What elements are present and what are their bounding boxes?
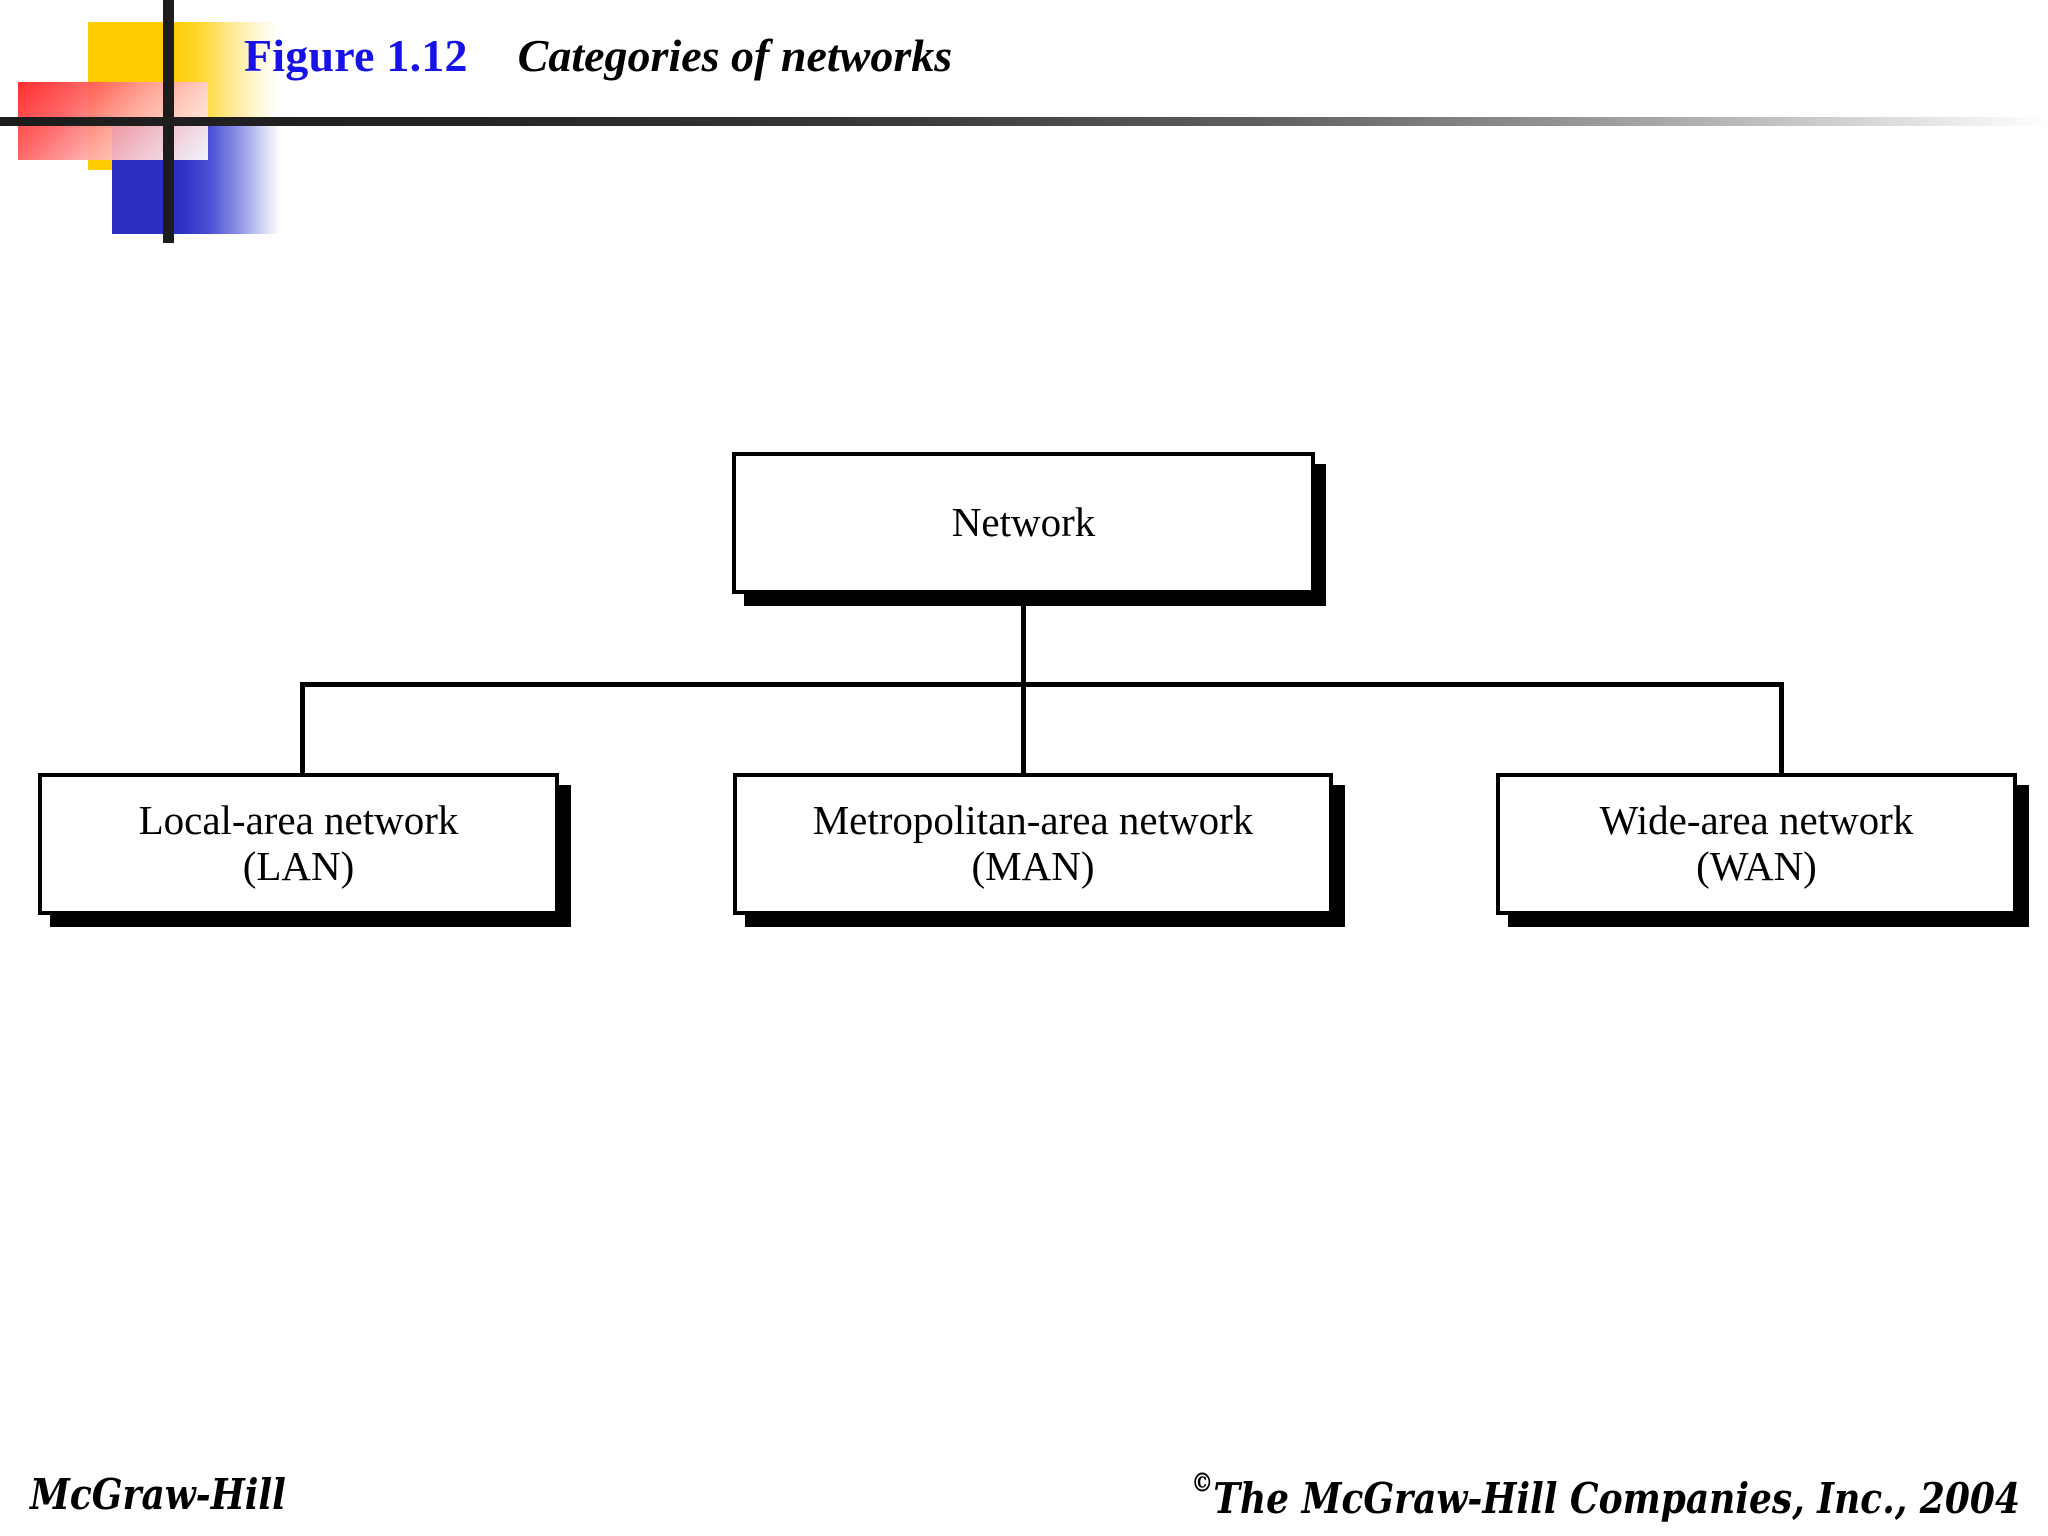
man-node[interactable]: Metropolitan-area network (MAN): [733, 773, 1333, 915]
wan-node-label-line1: Wide-area network: [1599, 797, 1914, 844]
wan-node-label: Wide-area network (WAN): [1599, 797, 1914, 890]
copyright-icon: ©: [1191, 1468, 1214, 1499]
wan-node[interactable]: Wide-area network (WAN): [1496, 773, 2017, 915]
footer-copyright: ©The McGraw-Hill Companies, Inc., 2004: [1191, 1468, 2020, 1523]
lan-node[interactable]: Local-area network (LAN): [38, 773, 559, 915]
lan-node-label-line2: (LAN): [242, 843, 355, 889]
footer-copyright-text: The McGraw-Hill Companies, Inc., 2004: [1213, 1473, 2020, 1524]
network-node[interactable]: Network: [732, 452, 1315, 594]
connector-drop-wan: [1779, 682, 1784, 774]
connector-root-stem: [1021, 594, 1026, 686]
lan-node-label: Local-area network (LAN): [138, 797, 459, 890]
page-title: Figure 1.12 Categories of networks: [244, 24, 952, 86]
figure-number: Figure 1.12: [244, 29, 468, 81]
man-node-label-line2: (MAN): [971, 843, 1095, 889]
wan-node-label-line2: (WAN): [1696, 843, 1817, 889]
connector-horizontal-bus: [300, 682, 1784, 687]
man-node-label: Metropolitan-area network (MAN): [812, 797, 1254, 890]
footer-publisher: McGraw-Hill: [30, 1470, 286, 1520]
connector-drop-lan: [300, 682, 305, 774]
man-node-label-line1: Metropolitan-area network: [812, 797, 1254, 844]
horizontal-rule-decoration: [0, 117, 2048, 126]
figure-caption: Categories of networks: [517, 29, 953, 81]
lan-node-label-line1: Local-area network: [138, 797, 459, 844]
connector-drop-man: [1021, 682, 1026, 774]
network-node-label: Network: [951, 499, 1096, 546]
